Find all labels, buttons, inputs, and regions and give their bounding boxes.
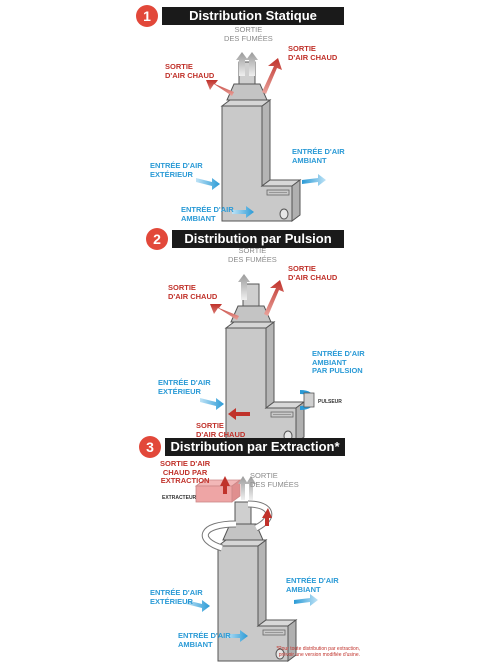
section-1-exterior-left-label: ENTRÉE D'AIR EXTÉRIEUR xyxy=(150,161,203,179)
section-1-ambient-right-label: ENTRÉE D'AIR AMBIANT xyxy=(292,147,345,165)
section-3-smoke-label: SORTIE DES FUMÉES xyxy=(250,471,299,489)
smoke-arrow xyxy=(238,476,248,500)
section-2-pulsion-right-label: ENTRÉE D'AIR AMBIANT PAR PULSION xyxy=(312,349,365,375)
section-3-title: Distribution par Extraction* xyxy=(165,438,345,456)
air-in-arrow xyxy=(186,600,210,612)
air-in-arrow xyxy=(294,594,318,606)
footnote: *Pour toute distribution par extraction,… xyxy=(276,646,360,658)
section-1-number-badge: 1 xyxy=(136,5,158,27)
smoke-arrow xyxy=(238,274,250,300)
extracteur-label: EXTRACTEUR xyxy=(162,495,197,501)
section-2-number-badge: 2 xyxy=(146,228,168,250)
air-in-arrow xyxy=(232,206,254,218)
pulseur-box xyxy=(303,392,315,408)
section-3-number-badge: 3 xyxy=(139,436,161,458)
section-1-ambient-bottom-label: ENTRÉE D'AIR AMBIANT xyxy=(181,205,234,223)
air-in-arrow xyxy=(302,174,326,186)
hot-air-arrow xyxy=(220,476,230,494)
section-3-exterior-left-label: ENTRÉE D'AIR EXTÉRIEUR xyxy=(150,588,203,606)
section-2-smoke-label: SORTIE DES FUMÉES xyxy=(228,246,277,264)
section-2-title: Distribution par Pulsion xyxy=(172,230,344,248)
hot-air-arrow xyxy=(206,80,234,96)
section-2-hot-left-label: SORTIE D'AIR CHAUD xyxy=(168,283,218,301)
section-2-hot-right-label: SORTIE D'AIR CHAUD xyxy=(288,264,338,282)
hot-air-arrow xyxy=(262,58,282,94)
section-1-hot-left-label: SORTIE D'AIR CHAUD xyxy=(165,62,215,80)
hot-air-arrow xyxy=(210,304,239,320)
section-2-exterior-left-label: ENTRÉE D'AIR EXTÉRIEUR xyxy=(158,378,211,396)
smoke-arrow xyxy=(236,52,248,76)
hot-air-arrow xyxy=(228,408,250,420)
hot-air-arrow xyxy=(264,280,284,316)
section-3-ambient-right-label: ENTRÉE D'AIR AMBIANT xyxy=(286,576,339,594)
section-1-smoke-label: SORTIE DES FUMÉES xyxy=(224,25,273,43)
smoke-arrow xyxy=(246,52,258,76)
section-3-ambient-bottom-label: ENTRÉE D'AIR AMBIANT xyxy=(178,631,231,649)
section-3-hot-extraction-label: SORTIE D'AIR CHAUD PAR EXTRACTION xyxy=(160,459,211,485)
pulseur-label: PULSEUR xyxy=(318,399,342,405)
air-in-arrow xyxy=(226,630,248,642)
hot-air-arrow xyxy=(262,508,272,526)
section-1-title: Distribution Statique xyxy=(162,7,344,25)
air-in-arrow xyxy=(196,178,220,190)
section-2-hot-bottom-label: SORTIE D'AIR CHAUD xyxy=(196,421,246,439)
section-1-diagram xyxy=(196,52,326,222)
section-2-diagram xyxy=(200,274,315,444)
smoke-arrow xyxy=(246,476,256,500)
section-1-hot-right-label: SORTIE D'AIR CHAUD xyxy=(288,44,338,62)
air-in-arrow xyxy=(200,398,224,410)
section-3-diagram xyxy=(186,476,318,662)
